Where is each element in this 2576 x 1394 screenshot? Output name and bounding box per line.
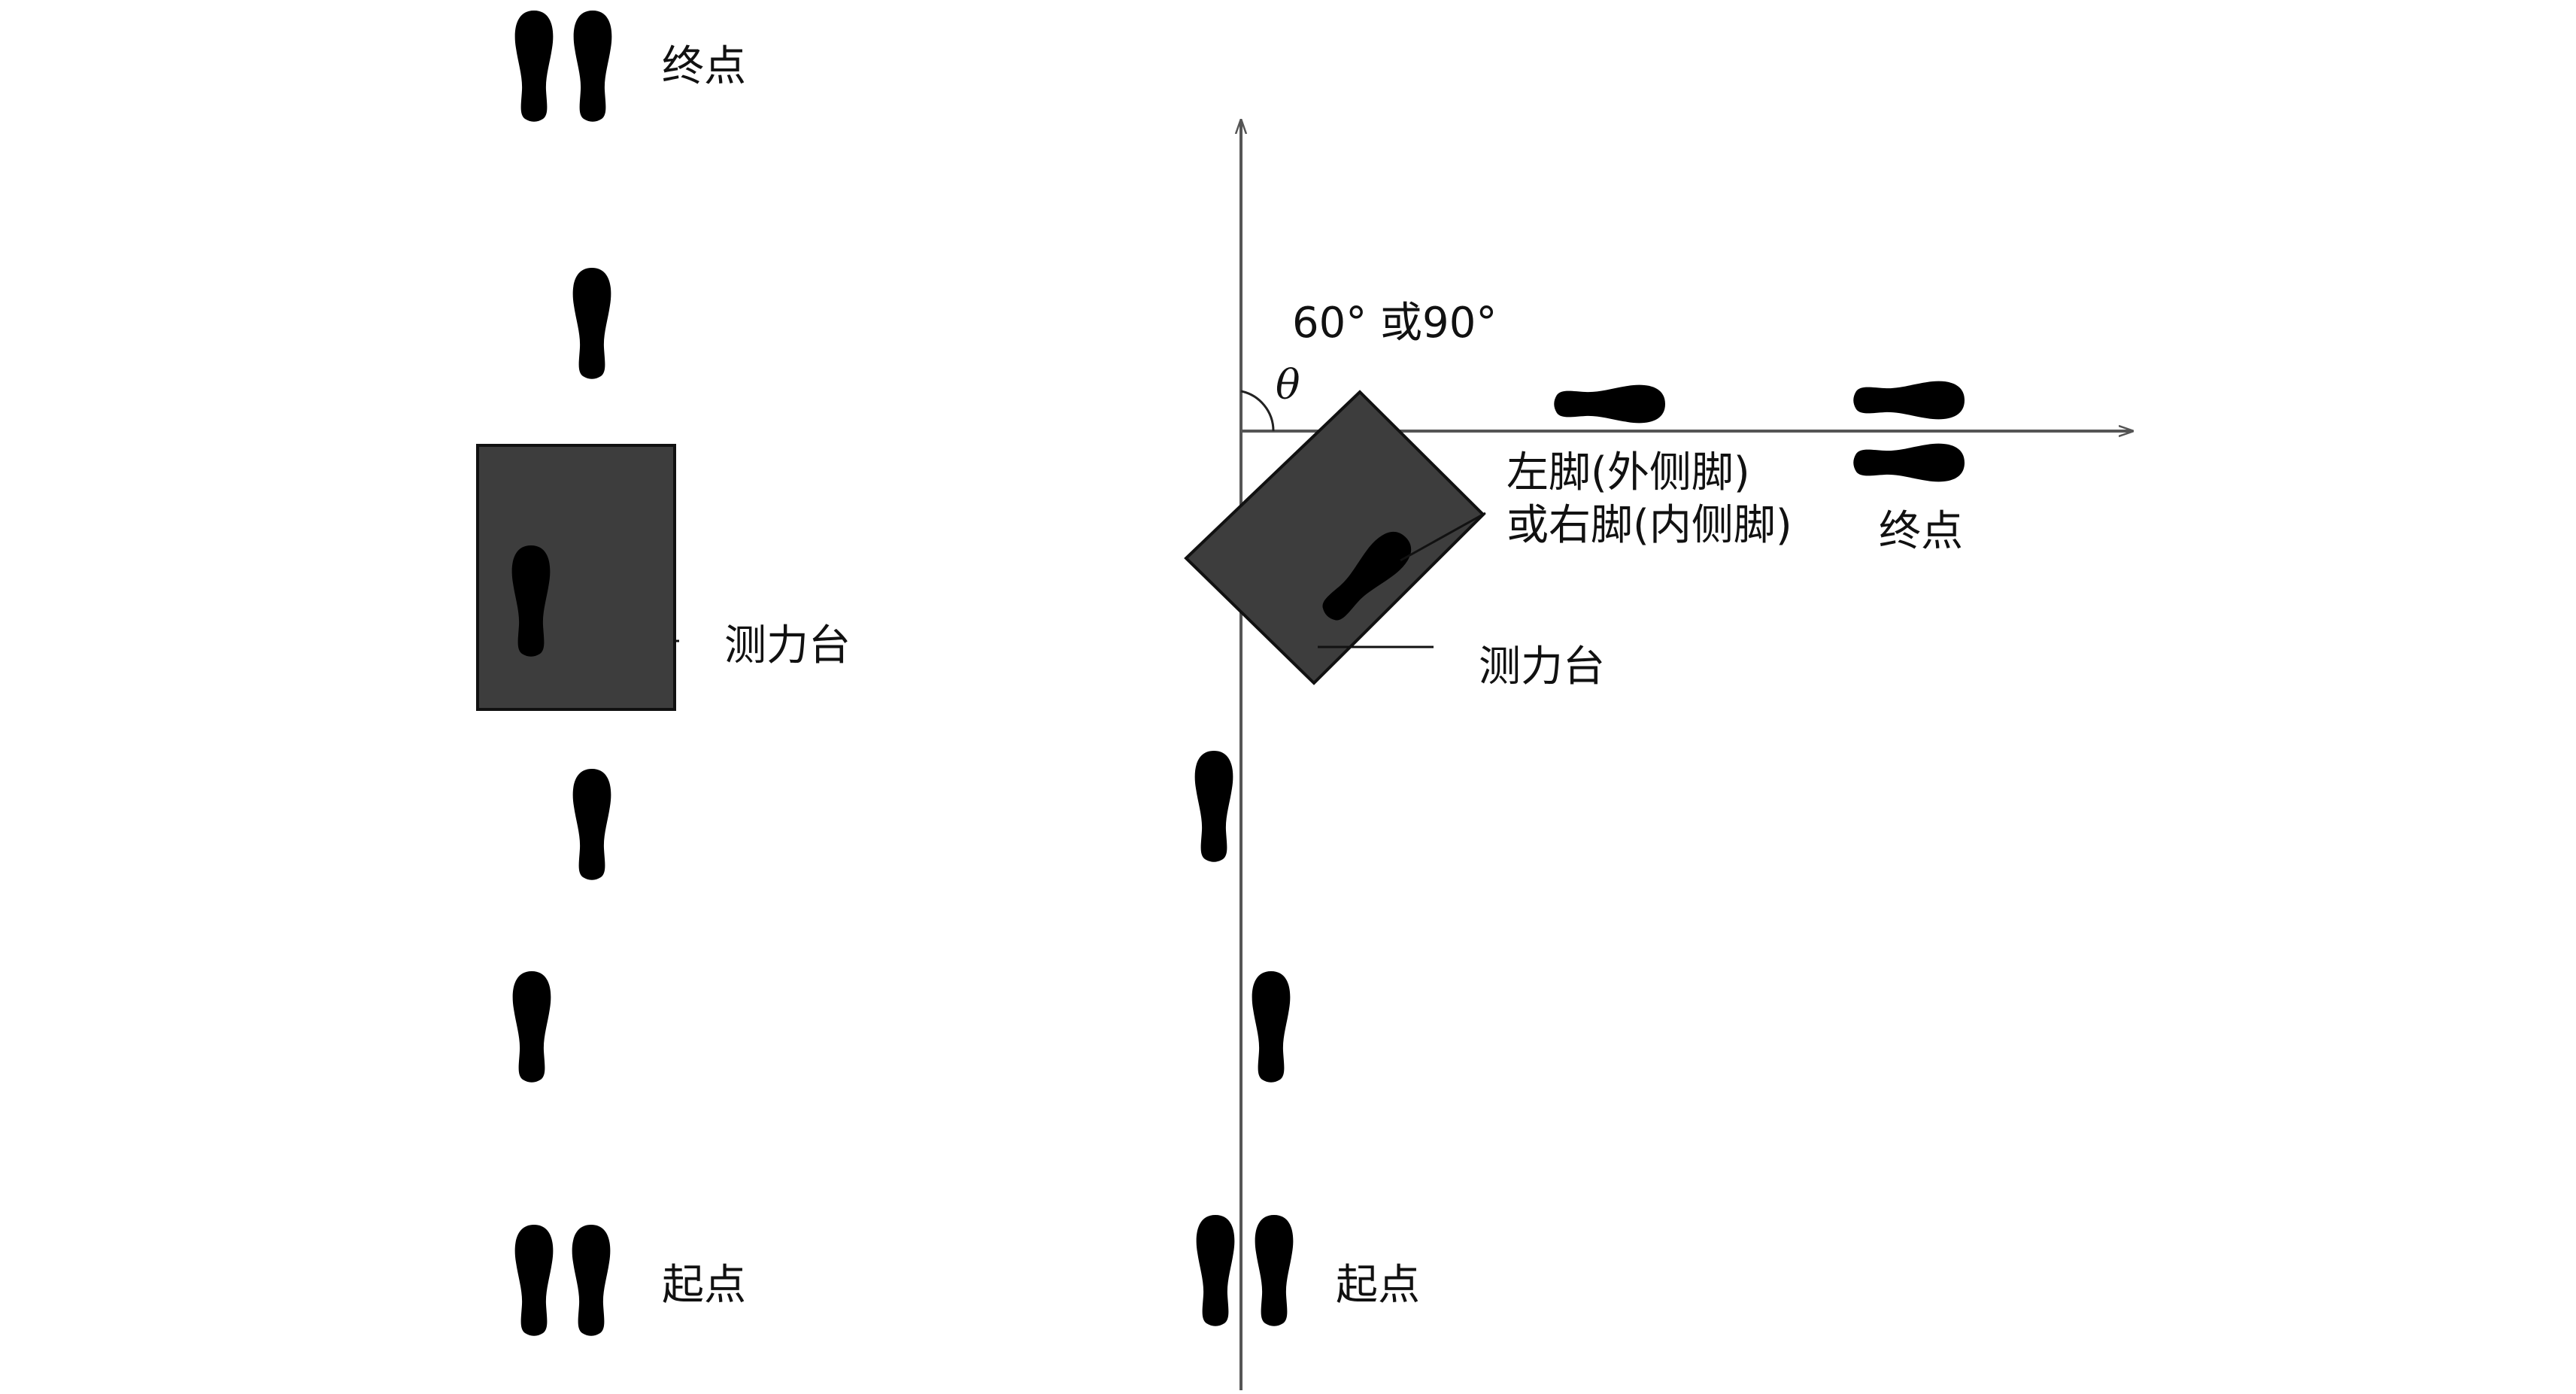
right-end-label: 终点 [1879,507,1963,556]
footprint-icon [572,268,611,379]
footprint-icon [1554,384,1665,424]
right-force-plate [1184,390,1485,685]
footprint-icon [1853,381,1965,420]
left-start-footprints [514,1225,611,1336]
footprint-icon [572,769,611,880]
footprint-icon [512,971,551,1083]
left-end-footprints [514,11,612,122]
footprint-icon [1255,1215,1294,1326]
angle-arc [1240,390,1275,432]
right-plate-label: 测力台 [1479,642,1605,691]
left-plate-label: 测力台 [724,621,851,670]
foot-label-line2: 或右脚(内侧脚) [1506,501,1792,550]
angle-label: 60° 或90° [1292,299,1497,348]
foot-leader-line [1400,512,1486,562]
footprint-icon [514,1225,554,1336]
right-panel: 60° 或90° θ 左脚(外侧脚) 或右脚(内侧脚) 终点 测力台 起点 [1184,120,2132,1394]
footprint-icon [514,11,554,122]
foot-label-line1: 左脚(外侧脚) [1506,448,1750,497]
footprint-icon [572,1225,611,1336]
left-panel: 终点 测力台 起点 [476,11,851,1336]
footprint-icon [573,11,612,122]
left-end-label: 终点 [662,42,746,91]
left-start-label: 起点 [662,1261,746,1310]
footprint-icon [1252,971,1291,1083]
footprint-icon [1853,443,1965,482]
right-start-footprints [1196,1215,1294,1326]
footprint-icon [1194,751,1233,862]
footprint-icon [1196,1215,1235,1326]
left-force-plate [476,444,676,711]
right-start-label: 起点 [1336,1261,1420,1310]
theta-symbol: θ [1276,361,1300,408]
